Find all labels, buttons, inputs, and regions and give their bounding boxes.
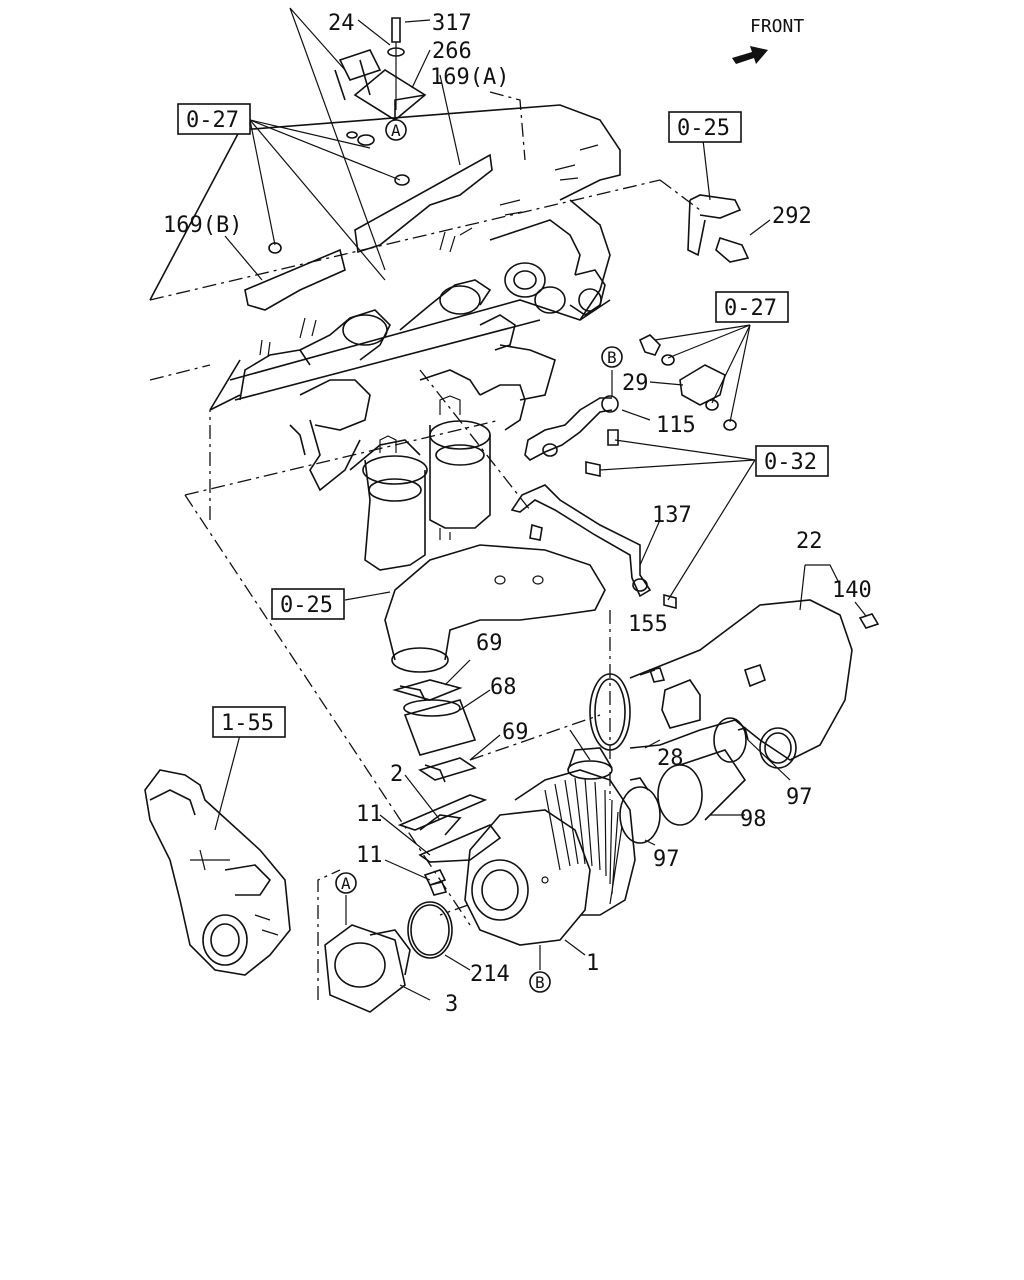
part-label-3: 3 — [445, 992, 458, 1017]
part-label-11-lower: 11 — [356, 843, 383, 868]
part-label-155: 155 — [628, 612, 668, 637]
heat-shield-bracket-drawing — [244, 17, 493, 311]
svg-text:0-27: 0-27 — [186, 108, 239, 133]
part-label-11-upper: 11 — [356, 802, 383, 827]
part-label-169b: 169(B) — [163, 213, 242, 238]
intake-pipe-28-drawing — [589, 564, 880, 846]
part-label-22: 22 — [796, 529, 823, 554]
turbocharger-drawing — [464, 729, 636, 970]
front-arrow-icon — [732, 46, 768, 64]
ref-box-0-25-left: 0-25 — [271, 588, 345, 620]
svg-text:0-25: 0-25 — [280, 593, 333, 618]
part-label-169a: 169(A) — [430, 65, 509, 90]
bracket-292-drawing — [687, 139, 771, 263]
svg-text:A: A — [391, 121, 401, 140]
part-label-137: 137 — [652, 503, 692, 528]
ref-box-0-25-top: 0-25 — [668, 111, 742, 143]
oil-pipe-drawing — [419, 369, 756, 800]
part-label-140: 140 — [832, 578, 872, 603]
circle-marker-a-top: A — [385, 119, 407, 141]
circle-marker-b-bottom: B — [529, 971, 551, 993]
gaskets-drawing — [379, 774, 502, 896]
svg-text:0-25: 0-25 — [677, 116, 730, 141]
svg-text:B: B — [607, 348, 617, 367]
ref-box-0-32: 0-32 — [755, 445, 829, 477]
part-label-214: 214 — [470, 962, 510, 987]
part-label-24: 24 — [328, 11, 355, 36]
front-label: FRONT — [750, 16, 804, 37]
part-label-2: 2 — [390, 762, 403, 787]
part-label-1: 1 — [586, 951, 599, 976]
part-label-29: 29 — [622, 371, 649, 396]
circle-marker-b-mid: B — [601, 346, 623, 368]
part-label-317: 317 — [432, 11, 472, 36]
part-label-97-right: 97 — [786, 785, 813, 810]
ref-box-0-27-top: 0-27 — [177, 103, 251, 135]
engine-block-drawing — [149, 91, 701, 926]
part-label-266: 266 — [432, 39, 472, 64]
part-label-68: 68 — [490, 675, 517, 700]
part-label-69-upper: 69 — [476, 631, 503, 656]
bracket-29-drawing — [638, 324, 751, 431]
svg-text:A: A — [341, 874, 351, 893]
svg-text:0-27: 0-27 — [724, 296, 777, 321]
ref-box-0-27-mid: 0-27 — [715, 291, 789, 323]
svg-text:0-32: 0-32 — [764, 450, 817, 475]
part-label-28: 28 — [657, 746, 684, 771]
ref-box-1-55: 1-55 — [212, 706, 286, 738]
leader-lines-top — [224, 7, 461, 281]
air-intake-pipe-drawing — [344, 544, 606, 783]
svg-text:B: B — [535, 973, 545, 992]
part-label-115: 115 — [656, 413, 696, 438]
svg-text:1-55: 1-55 — [221, 711, 274, 736]
part-label-97-left: 97 — [653, 847, 680, 872]
part-label-69-lower: 69 — [502, 720, 529, 745]
part-label-98: 98 — [740, 807, 767, 832]
wastegate-actuator-drawing — [144, 734, 291, 976]
part-label-292: 292 — [772, 204, 812, 229]
elbow-flange-drawing — [317, 869, 471, 1013]
circle-marker-a-bottom: A — [335, 872, 357, 894]
